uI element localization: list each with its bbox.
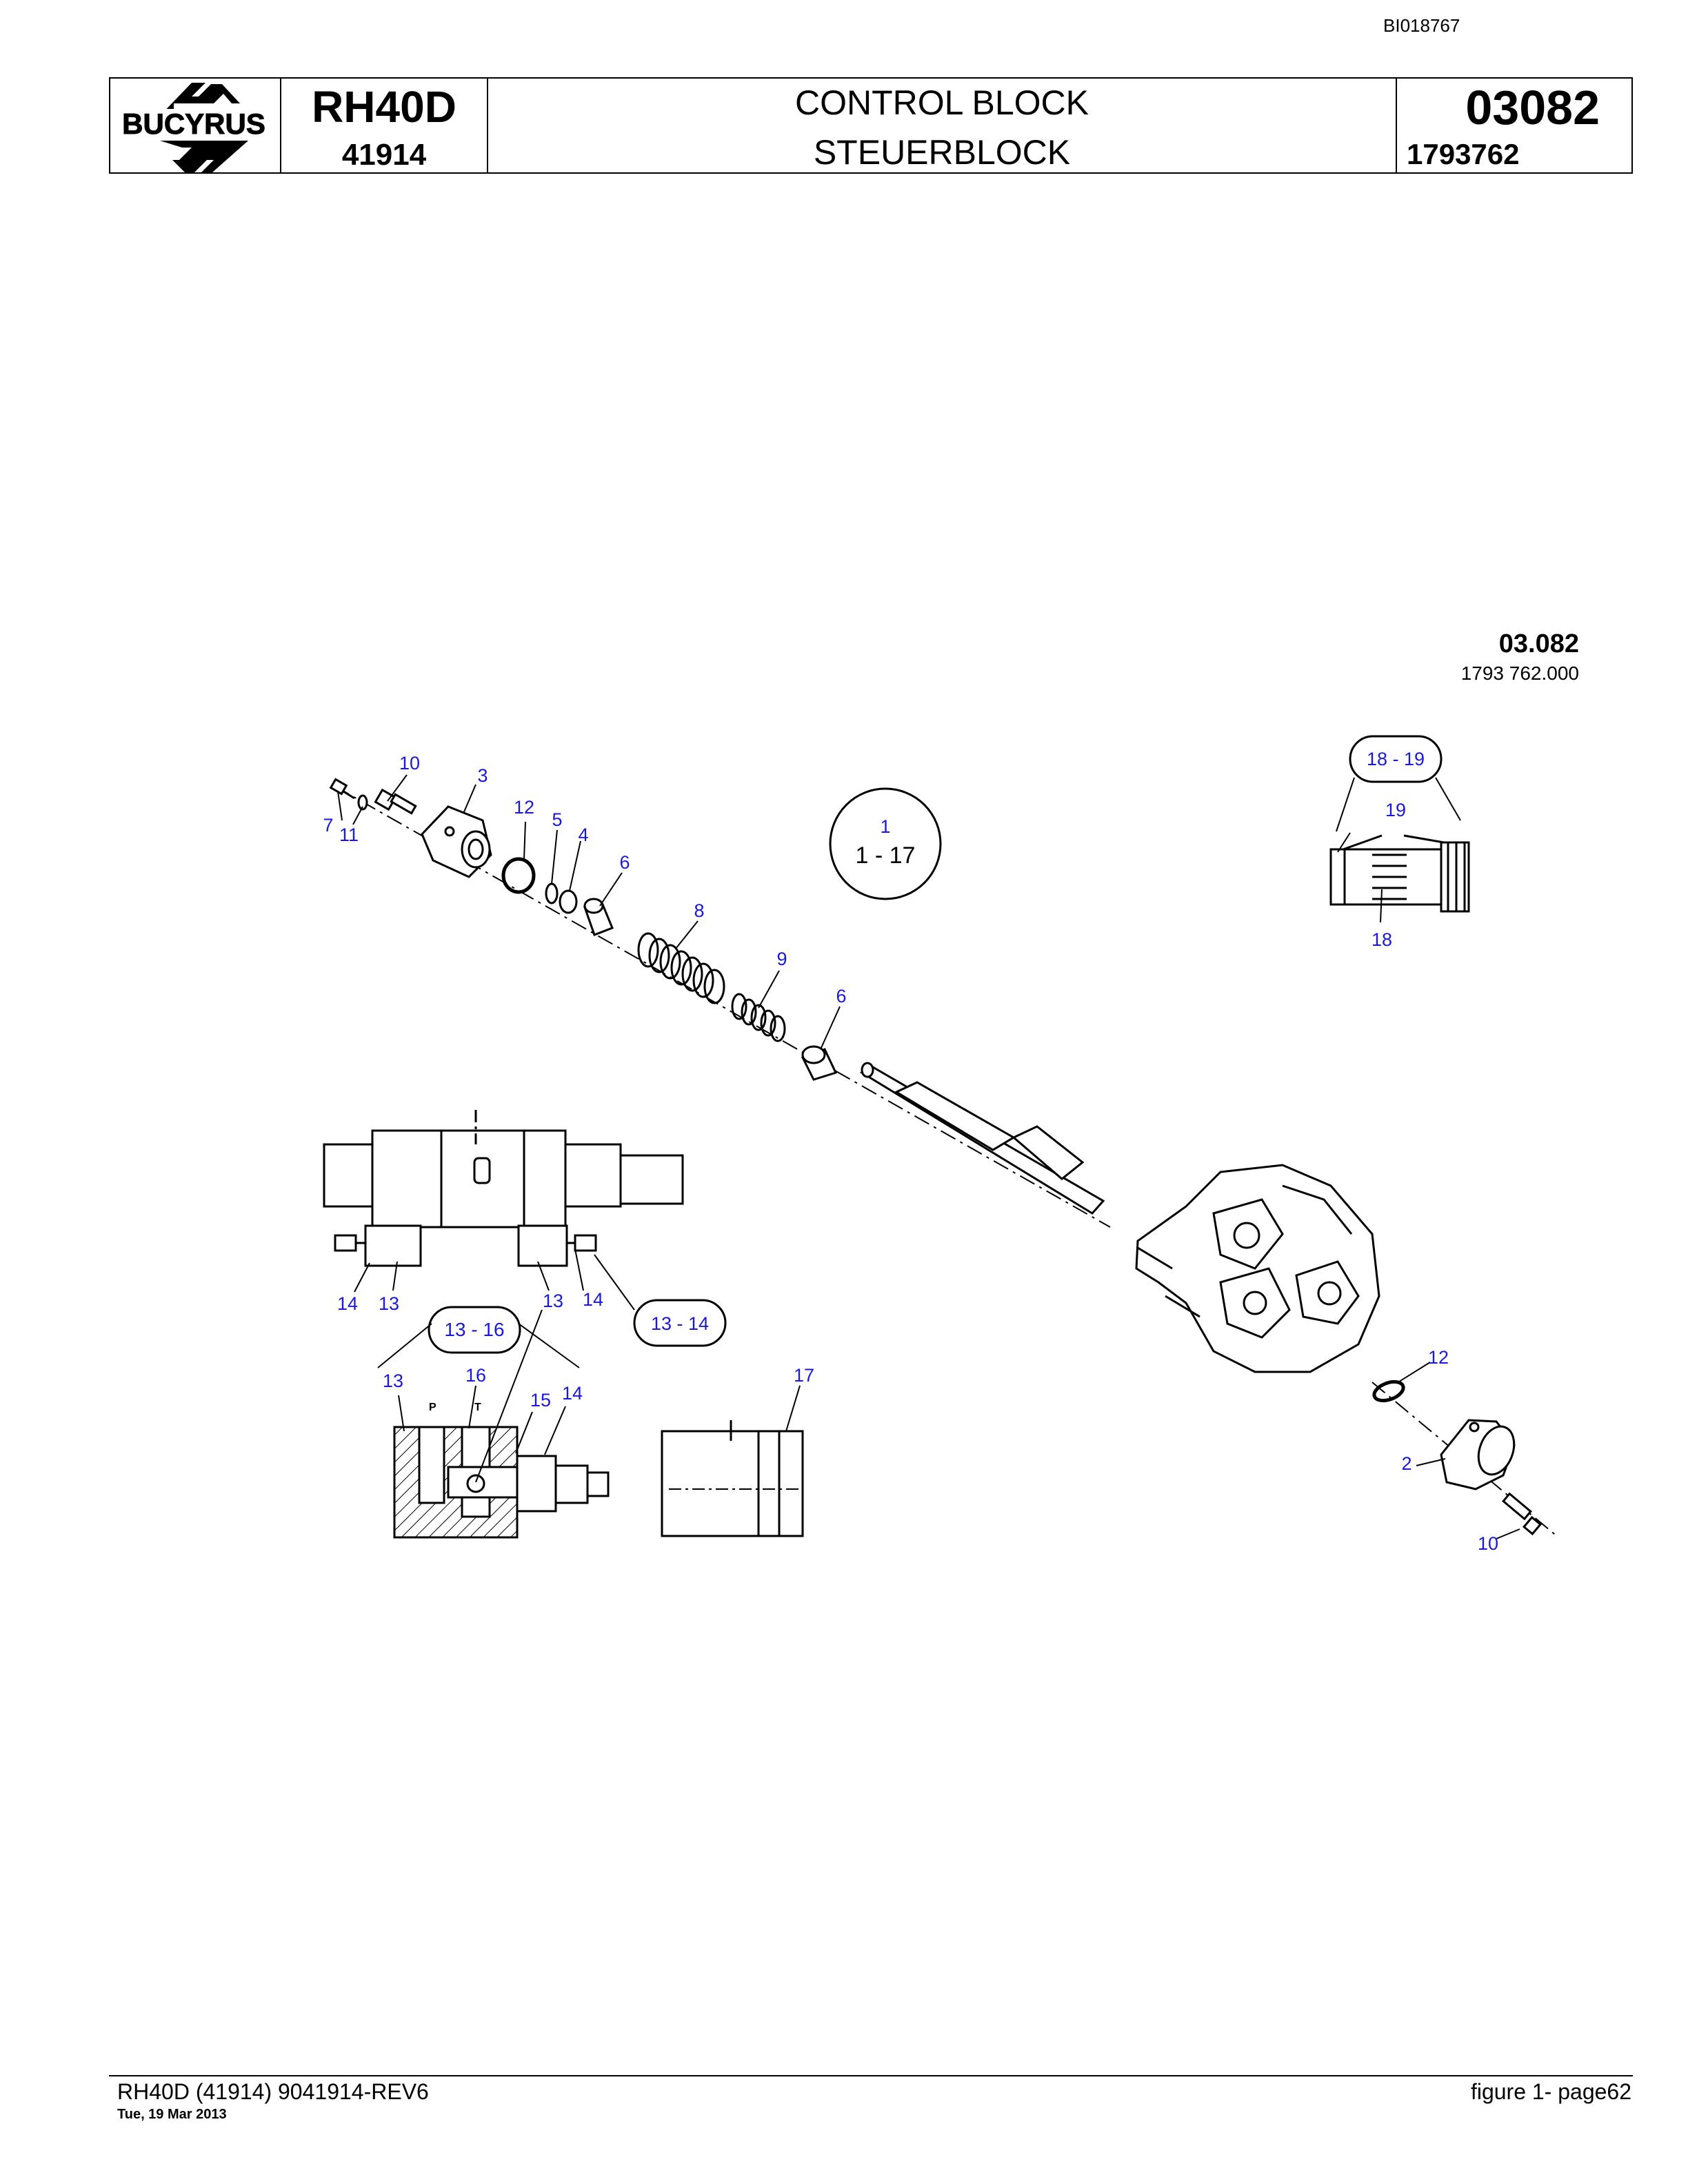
part-6-spring-seat-upper xyxy=(583,898,614,936)
part-number: 1793762 xyxy=(1407,138,1520,170)
number-cell: 03082 1793762 xyxy=(1397,79,1631,172)
leader-lines xyxy=(337,774,1520,1539)
group-bubble-18-19 xyxy=(1349,735,1443,783)
footer-rule xyxy=(109,2075,1633,2076)
callout-1: 1 xyxy=(880,816,890,837)
bucyrus-logo: BUCYRUS xyxy=(120,83,268,172)
callout-6-upper: 6 xyxy=(619,852,630,873)
callout-6-lower: 6 xyxy=(836,986,846,1007)
group-number: 03082 xyxy=(1465,81,1600,134)
header-table: BUCYRUS RH40D 41914 CONTROL BLOCK STEUER… xyxy=(109,77,1633,174)
axis-line xyxy=(334,785,1111,1228)
callout-13-left: 13 xyxy=(379,1293,399,1314)
title-cell: CONTROL BLOCK STEUERBLOCK xyxy=(488,79,1397,172)
part-12-oring-right xyxy=(1372,1379,1405,1403)
callout-11: 11 xyxy=(339,825,359,845)
document-id: BI018767 xyxy=(1383,15,1460,36)
part-9-spring xyxy=(731,993,786,1042)
callout-14-left: 14 xyxy=(337,1293,358,1314)
callout-9: 9 xyxy=(776,949,787,969)
brand-logo-text: BUCYRUS xyxy=(122,108,265,140)
callout-17: 17 xyxy=(794,1365,814,1386)
model-name: RH40D xyxy=(312,82,456,132)
callout-14-section: 14 xyxy=(562,1383,583,1404)
part-7-screw xyxy=(329,778,355,800)
callout-5: 5 xyxy=(552,809,562,830)
part-10-bolt-right xyxy=(1502,1492,1543,1536)
callout-19: 19 xyxy=(1385,800,1406,820)
group-label-18-19: 18 - 19 xyxy=(1367,749,1425,769)
valve-housing xyxy=(1135,1164,1380,1373)
part-3-cover xyxy=(421,805,492,878)
group-label-1-17: 1 - 17 xyxy=(856,842,916,869)
spool xyxy=(859,1062,1105,1215)
group-bubble-13-14 xyxy=(633,1299,727,1347)
group-label-13-16: 13 - 16 xyxy=(444,1319,504,1340)
callout-labels: 1 2 3 4 5 6 6 7 8 9 10 10 11 12 12 13 13… xyxy=(323,753,1498,1554)
axis-line-right xyxy=(1372,1382,1559,1538)
part-17-block xyxy=(661,1420,804,1537)
footer-date: Tue, 19 Mar 2013 xyxy=(117,2107,227,2122)
callout-12-upper: 12 xyxy=(514,797,534,818)
callout-3: 3 xyxy=(477,765,488,786)
part-18-19-filter xyxy=(1329,834,1470,913)
callout-16: 16 xyxy=(465,1365,486,1386)
group-label-13-14: 13 - 14 xyxy=(651,1313,709,1334)
control-block-assembly xyxy=(323,1110,684,1267)
callout-4: 4 xyxy=(578,825,588,845)
callout-15: 15 xyxy=(530,1390,551,1410)
footer-document-ref: RH40D (41914) 9041914-REV6 xyxy=(117,2079,429,2104)
callout-13-right: 13 xyxy=(543,1291,563,1311)
group-bubble-1-17 xyxy=(829,787,942,900)
serial-number: 41914 xyxy=(341,138,427,172)
title-german: STEUERBLOCK xyxy=(813,133,1071,172)
title-english: CONTROL BLOCK xyxy=(794,83,1089,122)
part-11-washer xyxy=(357,794,368,811)
callout-14-right: 14 xyxy=(583,1289,603,1310)
model-cell: RH40D 41914 xyxy=(281,79,488,172)
callout-10-upper: 10 xyxy=(399,753,420,774)
callout-13-section: 13 xyxy=(383,1371,403,1391)
part-12-oring xyxy=(501,857,536,894)
callout-2: 2 xyxy=(1401,1453,1411,1474)
drawing-ref-part: 1793 762.000 xyxy=(1461,663,1579,684)
part-8-spring xyxy=(637,932,725,1004)
footer-page-ref: figure 1- page62 xyxy=(1470,2079,1631,2104)
port-t-label: T xyxy=(474,1402,481,1413)
brand-logo-cell: BUCYRUS xyxy=(110,79,281,172)
part-2-cover xyxy=(1440,1419,1516,1490)
callout-7: 7 xyxy=(323,815,333,836)
callout-8: 8 xyxy=(694,900,704,921)
callout-10-lower: 10 xyxy=(1478,1533,1498,1554)
part-10-bolt xyxy=(374,788,417,815)
drawing-ref-group: 03.082 xyxy=(1499,629,1579,658)
group-bubble-13-16 xyxy=(428,1306,521,1354)
part-4-washer xyxy=(559,889,578,914)
line-art: P T xyxy=(323,735,1559,1539)
port-p-label: P xyxy=(429,1402,436,1413)
callout-18: 18 xyxy=(1372,929,1392,950)
part-5-ring xyxy=(545,882,559,904)
section-view-13-16 xyxy=(393,1426,610,1539)
part-6-spring-seat-lower xyxy=(801,1045,838,1081)
callout-12-lower: 12 xyxy=(1428,1347,1449,1368)
